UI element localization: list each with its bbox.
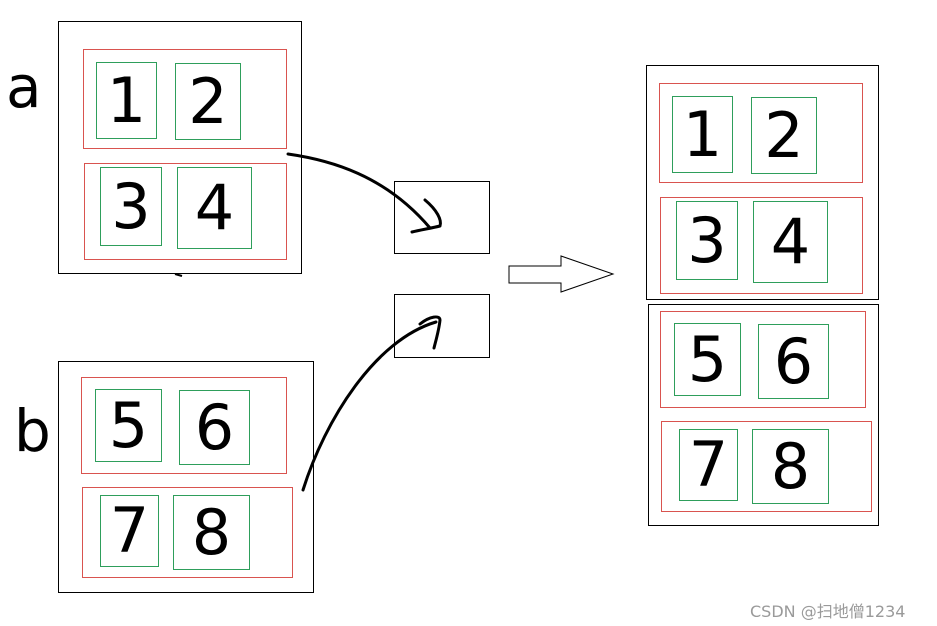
source-b-row-1 bbox=[81, 377, 287, 474]
source-a-cell-3: 3 bbox=[100, 167, 162, 246]
result-cell-2: 2 bbox=[751, 97, 817, 174]
source-a-row-2 bbox=[84, 163, 287, 260]
label-b: b bbox=[14, 397, 51, 465]
result-a-row-2 bbox=[660, 197, 863, 294]
source-b-cell-8: 8 bbox=[173, 495, 250, 570]
result-b-row-1 bbox=[660, 311, 866, 408]
result-cell-8: 8 bbox=[752, 429, 829, 504]
watermark: CSDN @扫地僧1234 bbox=[750, 602, 906, 621]
result-cell-6: 6 bbox=[758, 324, 829, 399]
target-box-top bbox=[394, 181, 490, 254]
source-b-cell-5: 5 bbox=[95, 389, 162, 462]
source-a-row-1 bbox=[83, 49, 287, 149]
result-cell-4: 4 bbox=[753, 201, 828, 283]
curved-arrow-b-head bbox=[418, 315, 442, 350]
source-b-row-2 bbox=[82, 487, 293, 578]
result-cell-7: 7 bbox=[679, 429, 738, 501]
result-a-container bbox=[646, 65, 879, 300]
source-a-container bbox=[58, 21, 302, 274]
source-a-cell-4: 4 bbox=[177, 167, 252, 249]
label-a: a bbox=[6, 53, 42, 121]
curved-arrow-a-head bbox=[410, 198, 442, 234]
source-b-cell-6: 6 bbox=[179, 390, 250, 465]
target-box-bottom bbox=[394, 294, 490, 358]
stray-mark bbox=[174, 273, 183, 277]
result-cell-5: 5 bbox=[674, 323, 741, 396]
source-a-cell-1: 1 bbox=[96, 62, 157, 139]
source-a-cell-2: 2 bbox=[175, 63, 241, 140]
curved-arrow-a bbox=[286, 152, 432, 230]
source-b-cell-7: 7 bbox=[100, 495, 159, 567]
result-b-container bbox=[648, 304, 879, 526]
curved-arrow-b bbox=[301, 320, 438, 492]
result-b-row-2 bbox=[661, 421, 872, 512]
block-arrow-right bbox=[508, 255, 615, 293]
result-a-row-1 bbox=[659, 83, 863, 183]
result-cell-1: 1 bbox=[672, 96, 733, 173]
result-cell-3: 3 bbox=[676, 201, 738, 280]
source-b-container bbox=[58, 361, 314, 593]
